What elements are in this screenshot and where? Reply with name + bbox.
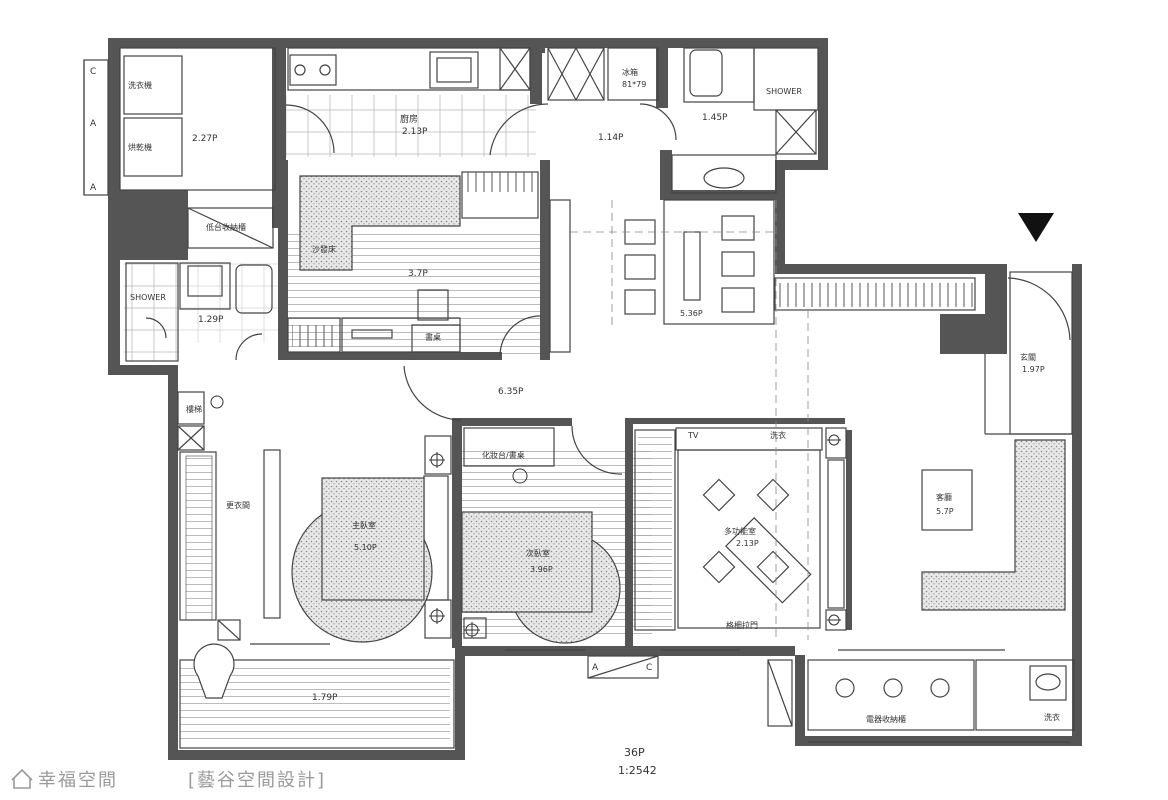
label-stairs: 樓梯 <box>186 404 202 414</box>
label-dryer: 烘乾機 <box>128 142 152 152</box>
label-wash: 洗衣 <box>770 430 786 440</box>
label-fridge: 冰箱 <box>622 67 638 77</box>
room-labels: 2.27P 洗衣機 烘乾機 廚房 2.13P 1.14P 冰箱 81*79 1.… <box>128 67 1060 724</box>
section-mark-c-top: C <box>90 67 96 77</box>
scale-label: 1:2542 <box>618 764 657 777</box>
label-makeup: 化妝台/書桌 <box>482 450 525 460</box>
label-laundry-tag: 洗衣 <box>1044 712 1060 722</box>
outlet-symbols <box>210 395 841 638</box>
label-desk: 書桌 <box>425 332 441 342</box>
label-hall-top: 1.14P <box>598 133 624 143</box>
section-mark-a-mid: A <box>90 119 97 129</box>
doors <box>145 103 1071 475</box>
label-shower-top: SHOWER <box>766 87 802 96</box>
label-kitchen-area: 2.13P <box>402 127 428 137</box>
label-laundry-area: 2.27P <box>192 134 218 144</box>
watermark-brand: 幸福空間 <box>38 770 118 791</box>
label-guest-room: 多功能室 <box>724 526 756 536</box>
label-sofa-bed: 沙發床 <box>312 244 336 254</box>
label-bath-top: 1.45P <box>702 113 728 123</box>
label-shower-left: SHOWER <box>130 293 166 302</box>
label-tv: TV <box>687 431 699 440</box>
label-corridor: 6.35P <box>498 387 524 397</box>
label-living-area: 5.7P <box>936 507 954 516</box>
walls <box>108 38 1082 760</box>
label-fridge-area: 81*79 <box>622 80 646 89</box>
section-mark-a-bottom: A <box>90 183 97 193</box>
entrance-arrow-icon <box>1018 213 1054 242</box>
label-balcony: 1.79P <box>312 693 338 703</box>
partitions <box>83 47 1075 749</box>
label-wardrobe-room: 更衣間 <box>226 500 250 510</box>
furniture <box>193 175 1066 699</box>
label-washer: 洗衣機 <box>128 80 152 90</box>
label-second-area: 3.96P <box>530 565 553 574</box>
label-study: 3.7P <box>408 269 428 279</box>
house-logo-icon <box>11 768 33 789</box>
dashed-guides <box>570 200 809 640</box>
label-partition: 格柵拉門 <box>726 620 758 630</box>
label-master-area: 5.10P <box>354 543 377 552</box>
label-kitchen: 廚房 <box>400 113 418 125</box>
label-second-bed: 次臥室 <box>526 548 550 558</box>
watermark-designer: [藝谷空間設計] <box>188 770 326 791</box>
wardrobes <box>185 172 974 628</box>
total-area: 36P <box>624 746 645 759</box>
section-mark-a-floor: A <box>592 663 599 673</box>
label-bar-counter: 電器收納櫃 <box>866 714 906 724</box>
section-mark-c-floor: C <box>646 663 652 673</box>
label-cabinet-low: 低台收納櫃 <box>206 222 246 232</box>
watermark: 幸福空間 [藝谷空間設計] <box>11 768 326 791</box>
label-master-bed: 主臥室 <box>352 520 376 530</box>
label-bath-left: 1.29P <box>198 315 224 325</box>
label-living: 客廳 <box>936 492 952 502</box>
label-entrance-area: 1.97P <box>1022 365 1045 374</box>
label-entrance: 玄關 <box>1020 352 1036 362</box>
label-dining: 5.36P <box>680 309 703 318</box>
section-marks: C A A A C <box>90 67 652 673</box>
label-guest-area: 2.13P <box>736 539 759 548</box>
